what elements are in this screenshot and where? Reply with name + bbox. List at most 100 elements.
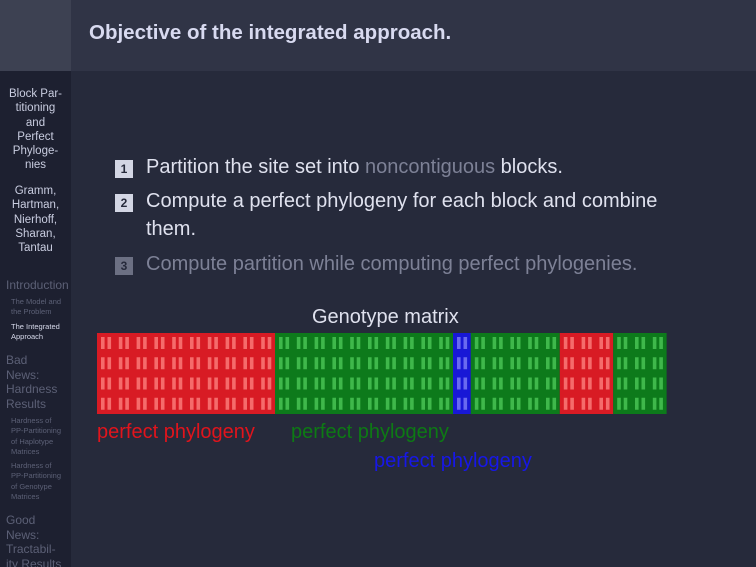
matrix-cell [581,357,586,370]
talk-title[interactable]: Block Par- titioning and Perfect Phyloge… [8,88,63,172]
matrix-cell [303,377,307,390]
matrix-cell [410,377,414,390]
matrix-cell [534,397,539,410]
matrix-cell [154,377,158,390]
sidebar-section-good-news[interactable]: Good News: Tractabil- ity Results [6,513,62,567]
matrix-cell [125,377,129,390]
matrix-cell [659,397,663,410]
matrix-cell [439,357,443,370]
matrix-cell [617,397,621,410]
matrix-cell [196,357,201,370]
matrix-cell [463,337,468,349]
matrix-cell [136,377,141,390]
matrix-cell [635,397,639,410]
matrix-cell [332,377,336,390]
sidebar-subsection-genotype-hardness[interactable]: Hardness of PP-Partitioning of Genotype … [11,461,62,501]
matrix-cell [659,357,663,370]
matrix-cell [214,377,218,390]
sidebar-subsection-integrated-approach[interactable]: The Integrated Approach [11,322,60,342]
matrix-cell [160,337,165,349]
matrix-cell [588,377,592,390]
matrix-cell [296,397,301,410]
matrix-cell [225,337,230,349]
item-text: Partition the site set into noncontiguou… [146,156,563,178]
matrix-cell [338,377,343,390]
matrix-cell [243,337,247,349]
sidebar-section-bad-news[interactable]: Bad News: Hardness Results [6,353,58,411]
matrix-cell [499,397,503,410]
matrix-cell [659,377,663,390]
matrix-cell [563,357,568,370]
matrix-cell [641,337,646,349]
matrix-cell [279,377,283,390]
matrix-cell [499,377,503,390]
matrix-cell [481,377,485,390]
matrix-cell [356,337,361,349]
matrix-cell [232,357,236,370]
matrix-cell [481,337,485,349]
matrix-cell [445,357,450,370]
matrix-cell [403,337,408,349]
matrix-cell [445,337,450,349]
matrix-cell [243,397,247,410]
matrix-cell [314,337,319,349]
matrix-cell [528,337,532,349]
matrix-cell [118,357,123,370]
label-perfect-phylogeny-blue: perfect phylogeny [374,450,532,472]
matrix-cell [267,377,272,390]
matrix-cell [421,337,425,349]
matrix-cell [457,377,461,390]
noncontiguous-highlight: noncontiguous [365,156,496,178]
matrix-cell [154,357,158,370]
matrix-cell [332,337,336,349]
matrix-cell [516,357,521,370]
matrix-cell [516,397,521,410]
matrix-cell [350,357,354,370]
matrix-cell [374,357,379,370]
matrix-cell [510,357,514,370]
sidebar-section-introduction[interactable]: Introduction [6,278,69,292]
matrix-cell [570,397,574,410]
matrix-cell [314,397,319,410]
matrix-cell [279,337,283,349]
matrix-cell [303,397,307,410]
matrix-cell [332,357,336,370]
matrix-cell [457,397,461,410]
matrix-cell [225,357,230,370]
matrix-cell [481,397,485,410]
matrix-cell [641,357,646,370]
matrix-cell [652,377,657,390]
matrix-cell [249,377,254,390]
matrix-cell [107,377,112,390]
matrix-cell [338,337,343,349]
matrix-cell [350,337,354,349]
matrix-cell [136,397,141,410]
matrix-cell [385,337,390,349]
sidebar-subsection-haplotype-hardness[interactable]: Hardness of PP-Partitioning of Haplotype… [11,416,62,456]
item-text: Compute partition while computing perfec… [146,253,638,275]
matrix-cell [516,377,521,390]
matrix-cell [588,357,592,370]
matrix-block-3-blue [453,333,471,414]
matrix-cell [552,357,557,370]
matrix-cell [457,337,461,349]
matrix-cell [499,337,503,349]
matrix-cell [232,337,236,349]
matrix-cell [403,357,408,370]
matrix-cell [196,337,201,349]
matrix-block-4-green [470,333,560,414]
matrix-cell [321,337,325,349]
matrix-cell [599,357,603,370]
matrix-cell [427,337,432,349]
matrix-cell [196,397,201,410]
matrix-cell [421,397,425,410]
matrix-cell [125,357,129,370]
matrix-cell [392,357,396,370]
item-text: Compute a perfect phylogeny for each blo… [146,190,658,240]
matrix-cell [534,377,539,390]
matrix-cell [641,377,646,390]
matrix-cell [243,357,247,370]
sidebar-subsection-model-problem[interactable]: The Model and the Problem [11,297,62,317]
matrix-cell [605,377,610,390]
matrix-cell [279,357,283,370]
